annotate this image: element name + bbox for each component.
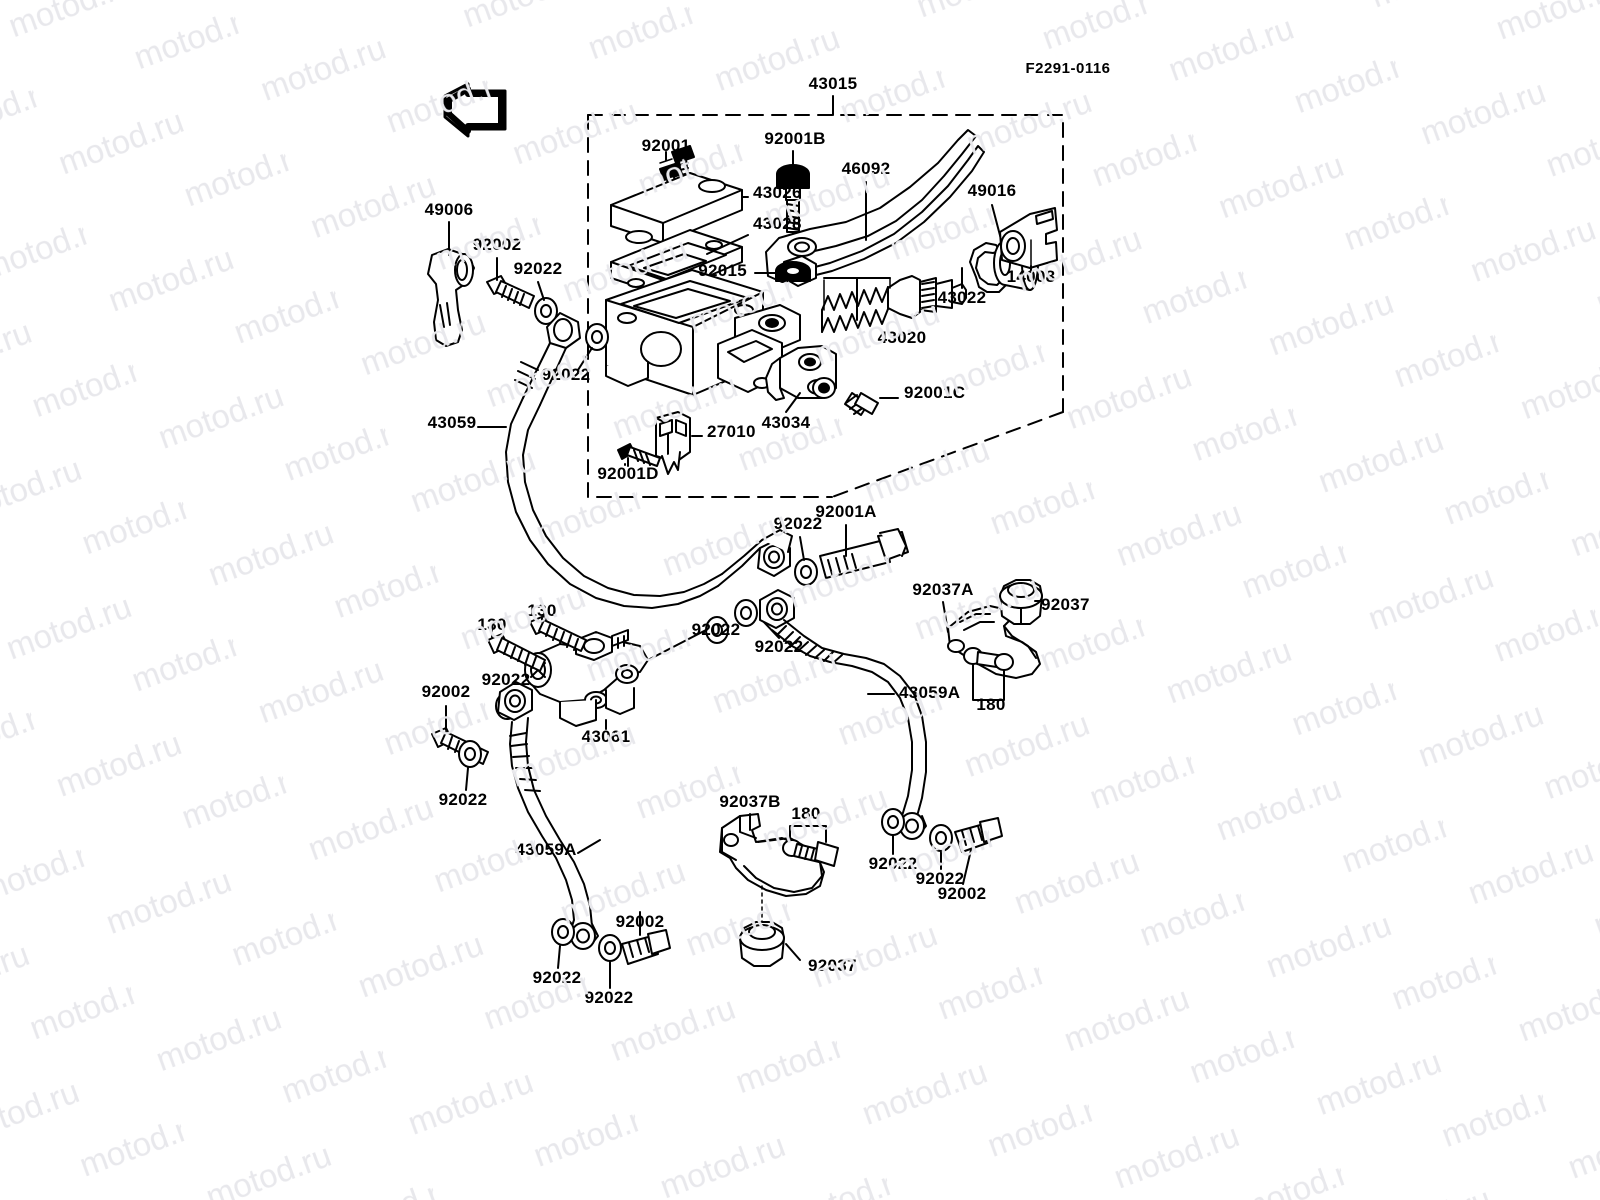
part-callout-92001a: 92001A xyxy=(815,502,877,521)
part-callout-92015: 92015 xyxy=(698,261,747,280)
part-callout-92022: 92022 xyxy=(691,620,741,639)
part-callout-27010: 27010 xyxy=(707,422,756,441)
part-callout-92002: 92002 xyxy=(937,884,987,903)
part-callout-92022: 92022 xyxy=(868,854,918,873)
part-callout-92022: 92022 xyxy=(541,365,591,384)
part-callout-49016: 49016 xyxy=(967,181,1017,200)
part-callout-92037b: 92037B xyxy=(719,792,781,811)
part-callout-92022: 92022 xyxy=(773,514,823,533)
part-callout-43059a: 43059A xyxy=(899,683,961,702)
part-callout-43020: 43020 xyxy=(877,328,927,347)
part-callout-92037a: 92037A xyxy=(912,580,974,599)
part-callout-92001c: 92001C xyxy=(904,383,966,402)
part-callout-f2291-0116: F2291-0116 xyxy=(1025,60,1111,77)
part-callout-43059a: 43059A xyxy=(515,840,577,859)
part-callout-14008: 14008 xyxy=(1006,267,1056,286)
part-callout-49006: 49006 xyxy=(424,200,474,219)
part-callout-43061: 43061 xyxy=(581,727,631,746)
part-callout-43028: 43028 xyxy=(753,214,802,233)
part-callout-180: 180 xyxy=(791,804,821,823)
part-callout-43015: 43015 xyxy=(808,74,858,93)
part-callout-43059: 43059 xyxy=(427,413,477,432)
part-callout-92002: 92002 xyxy=(421,682,471,701)
part-callout-43026: 43026 xyxy=(753,183,802,202)
part-callout-92001: 92001 xyxy=(641,136,691,155)
part-callout-130: 130 xyxy=(527,601,557,620)
part-callout-92037: 92037 xyxy=(1041,595,1090,614)
part-callout-43022: 43022 xyxy=(937,288,987,307)
part-callout-92037: 92037 xyxy=(808,956,857,975)
part-callout-46092: 46092 xyxy=(841,159,891,178)
part-callout-92002: 92002 xyxy=(472,235,522,254)
part-callout-43034: 43034 xyxy=(761,413,811,432)
part-callout-92022: 92022 xyxy=(438,790,488,809)
part-callout-92022: 92022 xyxy=(584,988,634,1007)
part-callout-92022: 92022 xyxy=(481,670,531,689)
part-callout-180: 180 xyxy=(976,695,1006,714)
part-callout-92001d: 92001D xyxy=(597,464,659,483)
part-callout-92022: 92022 xyxy=(754,637,804,656)
part-callout-92022: 92022 xyxy=(513,259,563,278)
part-callout-92022: 92022 xyxy=(532,968,582,987)
part-callout-130: 130 xyxy=(477,615,507,634)
part-callout-92002: 92002 xyxy=(615,912,665,931)
part-callout-92001b: 92001B xyxy=(764,129,826,148)
